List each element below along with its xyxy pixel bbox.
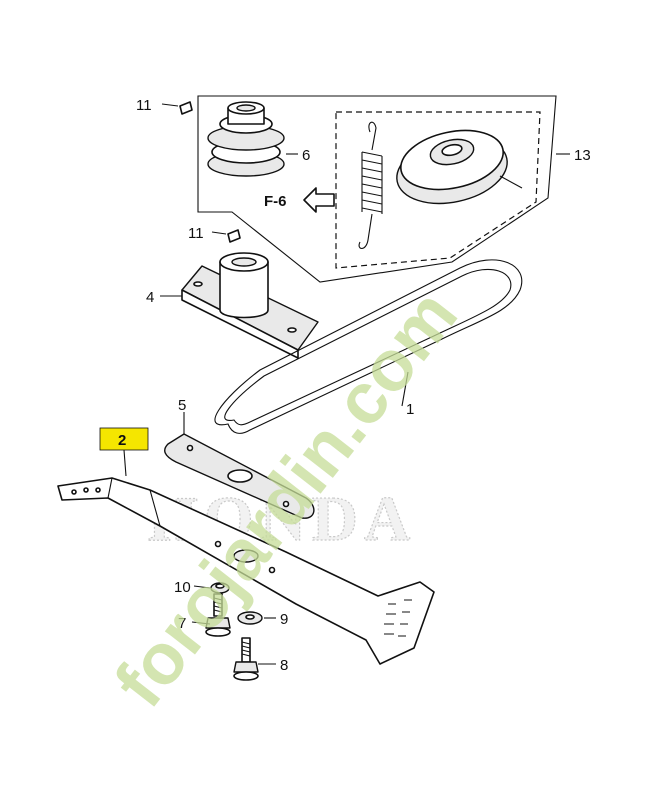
callout-f6: F-6 (264, 193, 287, 210)
callout-13: 13 (574, 147, 591, 164)
idler-pulley-part-13 (396, 129, 523, 205)
callout-1: 1 (406, 401, 414, 418)
blade-holder-part-4 (181, 252, 319, 359)
v-belt-part-1 (214, 259, 523, 434)
callout-11-mid: 11 (188, 225, 204, 242)
callout-9: 9 (280, 611, 288, 628)
blade-lift-slots (384, 599, 412, 637)
reinforcement-plate-part-5 (164, 433, 315, 519)
key-part-11-top (179, 101, 193, 115)
callout-4: 4 (146, 289, 154, 306)
assembly-group-outline (197, 95, 557, 283)
bolt-part-8 (233, 637, 259, 681)
callout-6: 6 (302, 147, 310, 164)
f6-reference-arrow (303, 187, 335, 213)
drive-pulley-part-6 (207, 101, 285, 177)
lock-washer-part-10 (210, 582, 230, 594)
tension-spring (358, 121, 383, 250)
washer-part-9 (237, 611, 263, 625)
callout-10: 10 (174, 579, 191, 596)
key-part-11-mid (227, 229, 241, 243)
mower-blade-part-2 (57, 477, 435, 665)
callout-8: 8 (280, 657, 288, 674)
callout-7: 7 (178, 615, 186, 632)
blade-mount-holes (71, 487, 101, 495)
blade-bolt-part-7 (205, 593, 231, 637)
callout-5: 5 (178, 397, 186, 414)
leader-lines (123, 103, 570, 665)
callout-2: 2 (118, 432, 126, 449)
part-2-highlight (99, 427, 149, 451)
callout-11-top: 11 (136, 97, 152, 114)
idler-subassembly-dashed-box (335, 111, 541, 269)
